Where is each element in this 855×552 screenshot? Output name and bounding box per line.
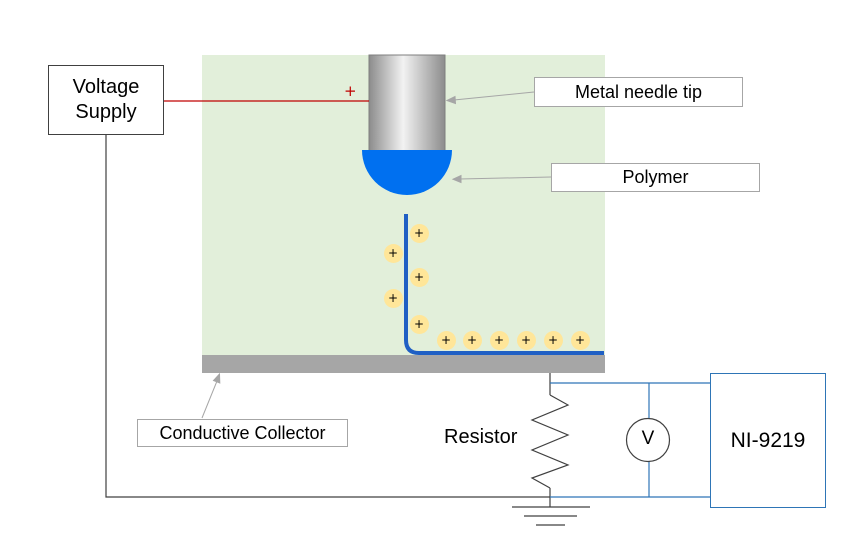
positive-charge: + <box>383 288 403 308</box>
polymer-callout-arrow <box>451 174 462 184</box>
metal-needle <box>368 54 446 152</box>
polymer-droplet <box>362 150 452 195</box>
positive-charge: + <box>462 330 482 350</box>
ground-symbol <box>512 506 590 526</box>
polymer-callout-line <box>459 176 552 180</box>
conductive-collector-label: Conductive Collector <box>137 419 348 447</box>
ground-wire <box>105 135 550 498</box>
metal-needle-tip-label: Metal needle tip <box>534 77 743 107</box>
positive-charge: + <box>409 223 429 243</box>
ni-9219-device-box: NI-9219 <box>710 373 826 508</box>
resistor-symbol <box>530 394 570 489</box>
needle-callout-line <box>453 91 535 101</box>
positive-charge: + <box>383 243 403 263</box>
supply-polarity-plus: + <box>344 82 357 100</box>
conductive-collector-plate <box>202 355 605 373</box>
positive-charge: + <box>436 330 456 350</box>
positive-charge: + <box>516 330 536 350</box>
positive-charge: + <box>543 330 563 350</box>
resistor-label: Resistor <box>444 426 518 448</box>
positive-charge: + <box>409 267 429 287</box>
positive-charge: + <box>489 330 509 350</box>
polymer-jet <box>404 214 604 355</box>
collector-callout-line <box>201 380 218 419</box>
voltage-supply-box: Voltage Supply <box>48 65 164 135</box>
needle-callout-arrow <box>445 95 457 105</box>
positive-charge: + <box>409 314 429 334</box>
voltmeter-label: V <box>641 428 655 449</box>
voltmeter-circle <box>625 417 671 463</box>
positive-charge: + <box>570 330 590 350</box>
polymer-label: Polymer <box>551 163 760 192</box>
collector-callout-arrow <box>212 372 221 384</box>
